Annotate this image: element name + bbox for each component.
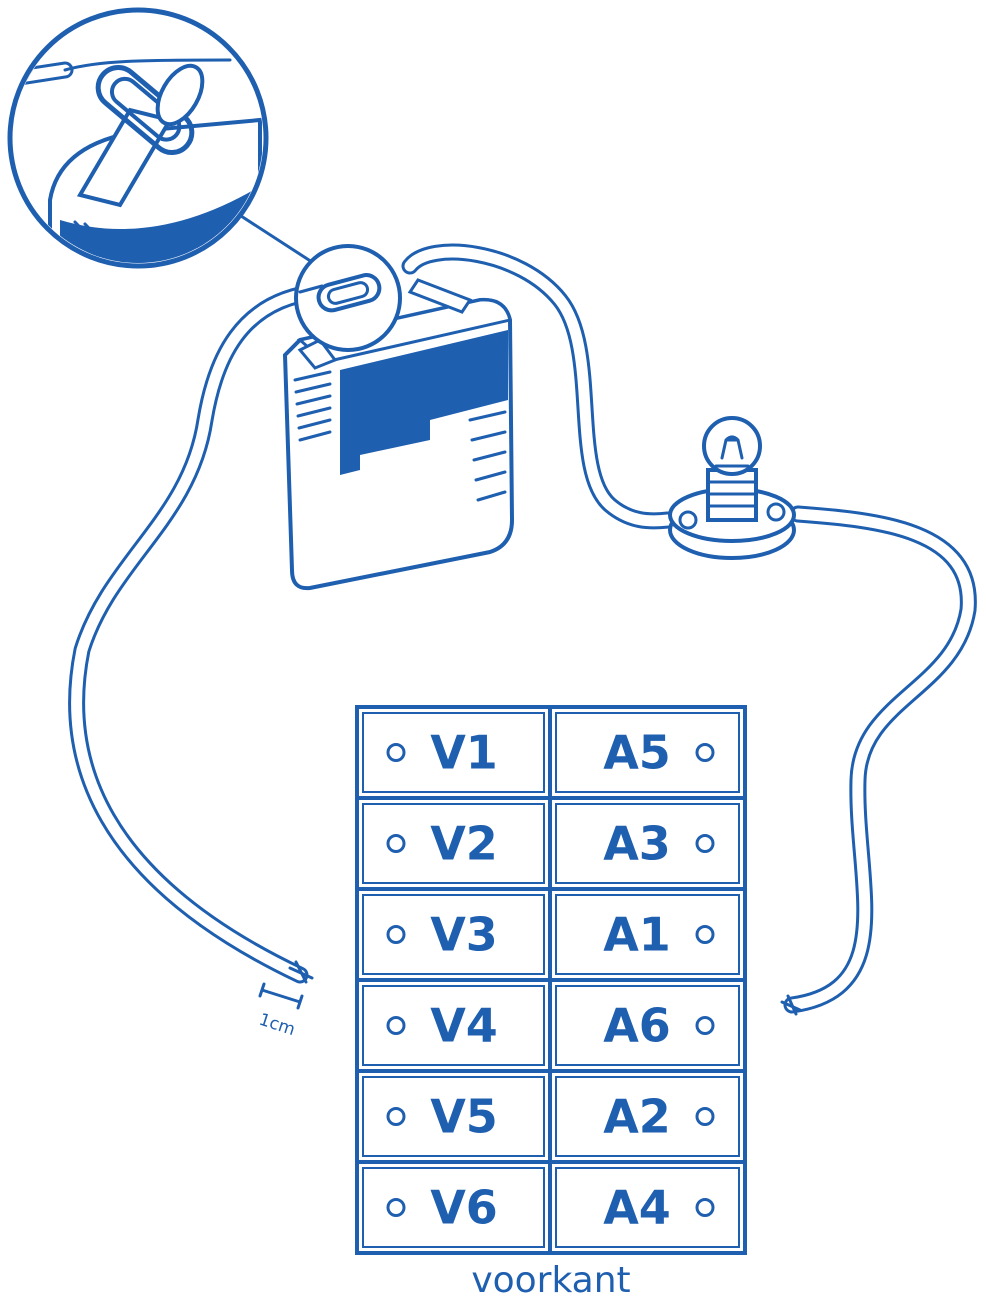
magnifier-small (294, 244, 402, 352)
card-label-left: V2 (430, 817, 498, 871)
card-cell (362, 985, 545, 1066)
contact-hole-left (386, 834, 406, 853)
contact-hole-left (386, 1198, 406, 1217)
contact-hole-left (386, 1107, 406, 1126)
card-cell (555, 894, 740, 975)
card-cell (362, 1167, 545, 1248)
card-cell (362, 803, 545, 884)
wire-left (68, 283, 327, 984)
card-cell (362, 1076, 545, 1157)
strip-length-marker: 1cm (256, 982, 304, 1040)
contact-hole-left (386, 743, 406, 762)
strip-length-label: 1cm (256, 1010, 297, 1040)
contact-hole-right (695, 834, 715, 853)
bulb-icon (668, 416, 796, 560)
contact-hole-right (695, 1016, 715, 1035)
card-cell (555, 712, 740, 793)
card-cell (362, 712, 545, 793)
card-cell (555, 1076, 740, 1157)
contact-hole-right (695, 743, 715, 762)
card-cell (555, 1167, 740, 1248)
card-cell (362, 894, 545, 975)
paperclip-icon-small (316, 273, 382, 313)
card-caption: voorkant (471, 1260, 630, 1301)
card-label-right: A6 (603, 999, 671, 1053)
card-label-right: A1 (603, 908, 671, 962)
wire-right-to-bulb (401, 243, 677, 530)
wire-bulb-to-card (780, 505, 977, 1016)
contact-hole-left (386, 1016, 406, 1035)
magnifier-connector (237, 212, 313, 264)
card-label-right: A4 (603, 1181, 671, 1235)
contact-hole-right (695, 1198, 715, 1217)
card-label-left: V1 (430, 726, 498, 780)
card-label-left: V6 (430, 1181, 498, 1235)
contact-hole-left (386, 925, 406, 944)
card-label-right: A2 (603, 1090, 671, 1144)
contact-hole-right (695, 925, 715, 944)
paperclip-icon (95, 65, 195, 155)
card-cell (555, 985, 740, 1066)
magnifier-icon (7, 7, 269, 269)
card-label-right: A5 (603, 726, 671, 780)
contact-hole-right (695, 1107, 715, 1126)
card-cell (555, 803, 740, 884)
card-label-left: V5 (430, 1090, 498, 1144)
card-label-left: V3 (430, 908, 498, 962)
card-label-right: A3 (603, 817, 671, 871)
card-label-left: V4 (430, 999, 498, 1053)
